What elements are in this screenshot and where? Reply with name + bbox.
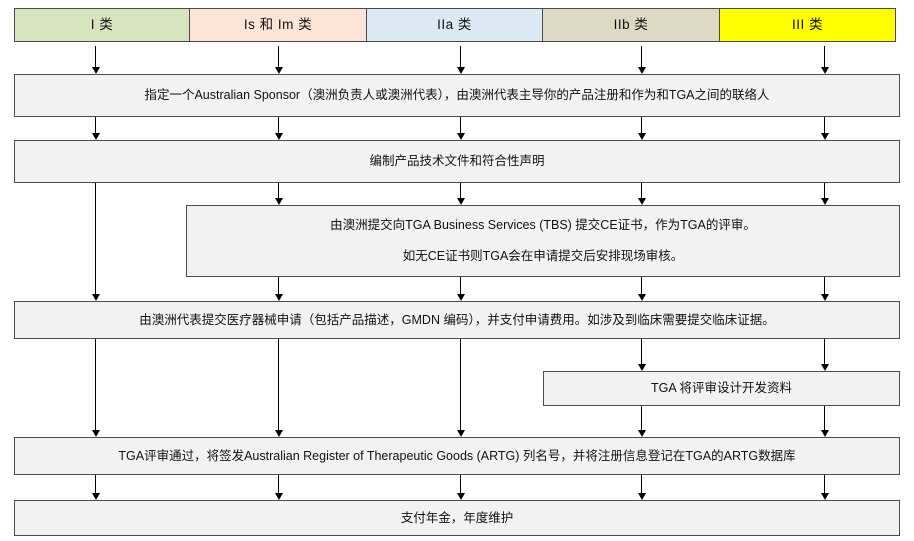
connector-col1-application-to-artg — [95, 339, 96, 431]
connector-col5-design-to-artg-arrowhead — [820, 430, 829, 437]
connector-col2-ce-to-application-arrowhead — [274, 294, 283, 301]
step-text: 指定一个Australian Sponsor（澳洲负责人或澳洲代表），由澳洲代表… — [144, 88, 770, 103]
connector-col4-header-to-sponsor-arrowhead — [637, 67, 646, 74]
connector-col4-techfile-to-ce — [641, 183, 642, 199]
category-header-label: III 类 — [791, 17, 823, 33]
connector-col2-ce-to-application — [278, 277, 279, 295]
connector-col4-design-to-artg — [641, 406, 642, 431]
connector-col4-ce-to-application-arrowhead — [637, 294, 646, 301]
step-text: 支付年金，年度维护 — [400, 510, 514, 525]
category-header-cell-1[interactable]: I 类 — [14, 8, 190, 42]
connector-col3-application-to-artg-arrowhead — [456, 430, 465, 437]
connector-col3-application-to-artg — [460, 339, 461, 431]
connector-col3-sponsor-to-techfile — [460, 117, 461, 134]
connector-col4-sponsor-to-techfile-arrowhead — [637, 133, 646, 140]
connector-col4-application-to-design — [641, 339, 642, 365]
connector-col4-design-to-artg-arrowhead — [637, 430, 646, 437]
connector-col5-techfile-to-ce-arrowhead — [820, 198, 829, 205]
connector-col3-techfile-to-ce-arrowhead — [456, 198, 465, 205]
connector-col5-artg-to-annualfee-arrowhead — [820, 493, 829, 500]
step-application[interactable]: 由澳洲代表提交医疗器械申请（包括产品描述，GMDN 编码），并支付申请费用。如涉… — [14, 301, 900, 339]
step-text: 由澳洲代表提交医疗器械申请（包括产品描述，GMDN 编码），并支付申请费用。如涉… — [139, 312, 775, 327]
step-text: TGA 将评审设计开发资料 — [651, 381, 792, 396]
step-ce-certificate[interactable]: 由澳洲提交向TGA Business Services (TBS) 提交CE证书… — [186, 205, 900, 277]
connector-col4-sponsor-to-techfile — [641, 117, 642, 134]
category-header-cell-4[interactable]: IIb 类 — [542, 8, 720, 42]
connector-col3-header-to-sponsor — [460, 46, 461, 68]
connector-col3-header-to-sponsor-arrowhead — [456, 67, 465, 74]
connector-col2-techfile-to-ce — [278, 183, 279, 199]
connector-col1-techfile-to-application — [95, 183, 96, 295]
category-header-cell-5[interactable]: III 类 — [719, 8, 896, 42]
connector-col2-sponsor-to-techfile-arrowhead — [274, 133, 283, 140]
category-header-label: I 类 — [90, 17, 114, 33]
step-annual-fee[interactable]: 支付年金，年度维护 — [14, 500, 900, 536]
step-technical-file[interactable]: 编制产品技术文件和符合性声明 — [14, 140, 900, 183]
connector-col2-application-to-artg-arrowhead — [274, 430, 283, 437]
category-header-row: I 类 Is 和 Im 类 IIa 类 IIb 类 III 类 — [14, 8, 896, 42]
connector-col5-design-to-artg — [824, 406, 825, 431]
connector-col1-header-to-sponsor — [95, 46, 96, 68]
connector-col5-ce-to-application — [824, 277, 825, 295]
connector-col1-sponsor-to-techfile — [95, 117, 96, 134]
connector-col1-header-to-sponsor-arrowhead — [91, 67, 100, 74]
connector-col2-header-to-sponsor — [278, 46, 279, 68]
category-header-label: IIa 类 — [437, 17, 472, 33]
connector-col5-artg-to-annualfee — [824, 475, 825, 494]
connector-col2-techfile-to-ce-arrowhead — [274, 198, 283, 205]
connector-col2-artg-to-annualfee-arrowhead — [274, 493, 283, 500]
connector-col5-techfile-to-ce — [824, 183, 825, 199]
connector-col5-sponsor-to-techfile — [824, 117, 825, 134]
connector-col2-application-to-artg — [278, 339, 279, 431]
connector-col1-artg-to-annualfee-arrowhead — [91, 493, 100, 500]
connector-col3-artg-to-annualfee — [460, 475, 461, 494]
connector-col5-ce-to-application-arrowhead — [820, 294, 829, 301]
step-design-review[interactable]: TGA 将评审设计开发资料 — [543, 371, 900, 406]
step-text: TGA评审通过，将签发Australian Register of Therap… — [118, 448, 796, 463]
connector-col3-ce-to-application — [460, 277, 461, 295]
connector-col5-header-to-sponsor-arrowhead — [820, 67, 829, 74]
connector-col3-ce-to-application-arrowhead — [456, 294, 465, 301]
step-sponsor[interactable]: 指定一个Australian Sponsor（澳洲负责人或澳洲代表），由澳洲代表… — [14, 74, 900, 117]
connector-col2-header-to-sponsor-arrowhead — [274, 67, 283, 74]
connector-col1-techfile-to-application-arrowhead — [91, 294, 100, 301]
connector-col2-sponsor-to-techfile — [278, 117, 279, 134]
step-artg-listing[interactable]: TGA评审通过，将签发Australian Register of Therap… — [14, 437, 900, 475]
category-header-label: Is 和 Im 类 — [243, 17, 313, 33]
connector-col3-techfile-to-ce — [460, 183, 461, 199]
connector-col4-artg-to-annualfee-arrowhead — [637, 493, 646, 500]
connector-col4-techfile-to-ce-arrowhead — [637, 198, 646, 205]
connector-col4-header-to-sponsor — [641, 46, 642, 68]
connector-col4-artg-to-annualfee — [641, 475, 642, 494]
connector-col5-application-to-design-arrowhead — [820, 364, 829, 371]
connector-col1-sponsor-to-techfile-arrowhead — [91, 133, 100, 140]
category-header-label: IIb 类 — [613, 17, 649, 33]
connector-col1-artg-to-annualfee — [95, 475, 96, 494]
category-header-cell-2[interactable]: Is 和 Im 类 — [189, 8, 367, 42]
connector-col5-application-to-design — [824, 339, 825, 365]
connector-col4-ce-to-application — [641, 277, 642, 295]
connector-col3-artg-to-annualfee-arrowhead — [456, 493, 465, 500]
connector-col4-application-to-design-arrowhead — [637, 364, 646, 371]
step-text: 编制产品技术文件和符合性声明 — [369, 154, 545, 169]
connector-col1-application-to-artg-arrowhead — [91, 430, 100, 437]
step-text-secondary: 如无CE证书则TGA会在申请提交后安排现场审核。 — [402, 249, 684, 263]
connector-col2-artg-to-annualfee — [278, 475, 279, 494]
step-text: 由澳洲提交向TGA Business Services (TBS) 提交CE证书… — [330, 218, 756, 233]
connector-col5-header-to-sponsor — [824, 46, 825, 68]
connector-col5-sponsor-to-techfile-arrowhead — [820, 133, 829, 140]
connector-col3-sponsor-to-techfile-arrowhead — [456, 133, 465, 140]
category-header-cell-3[interactable]: IIa 类 — [366, 8, 543, 42]
